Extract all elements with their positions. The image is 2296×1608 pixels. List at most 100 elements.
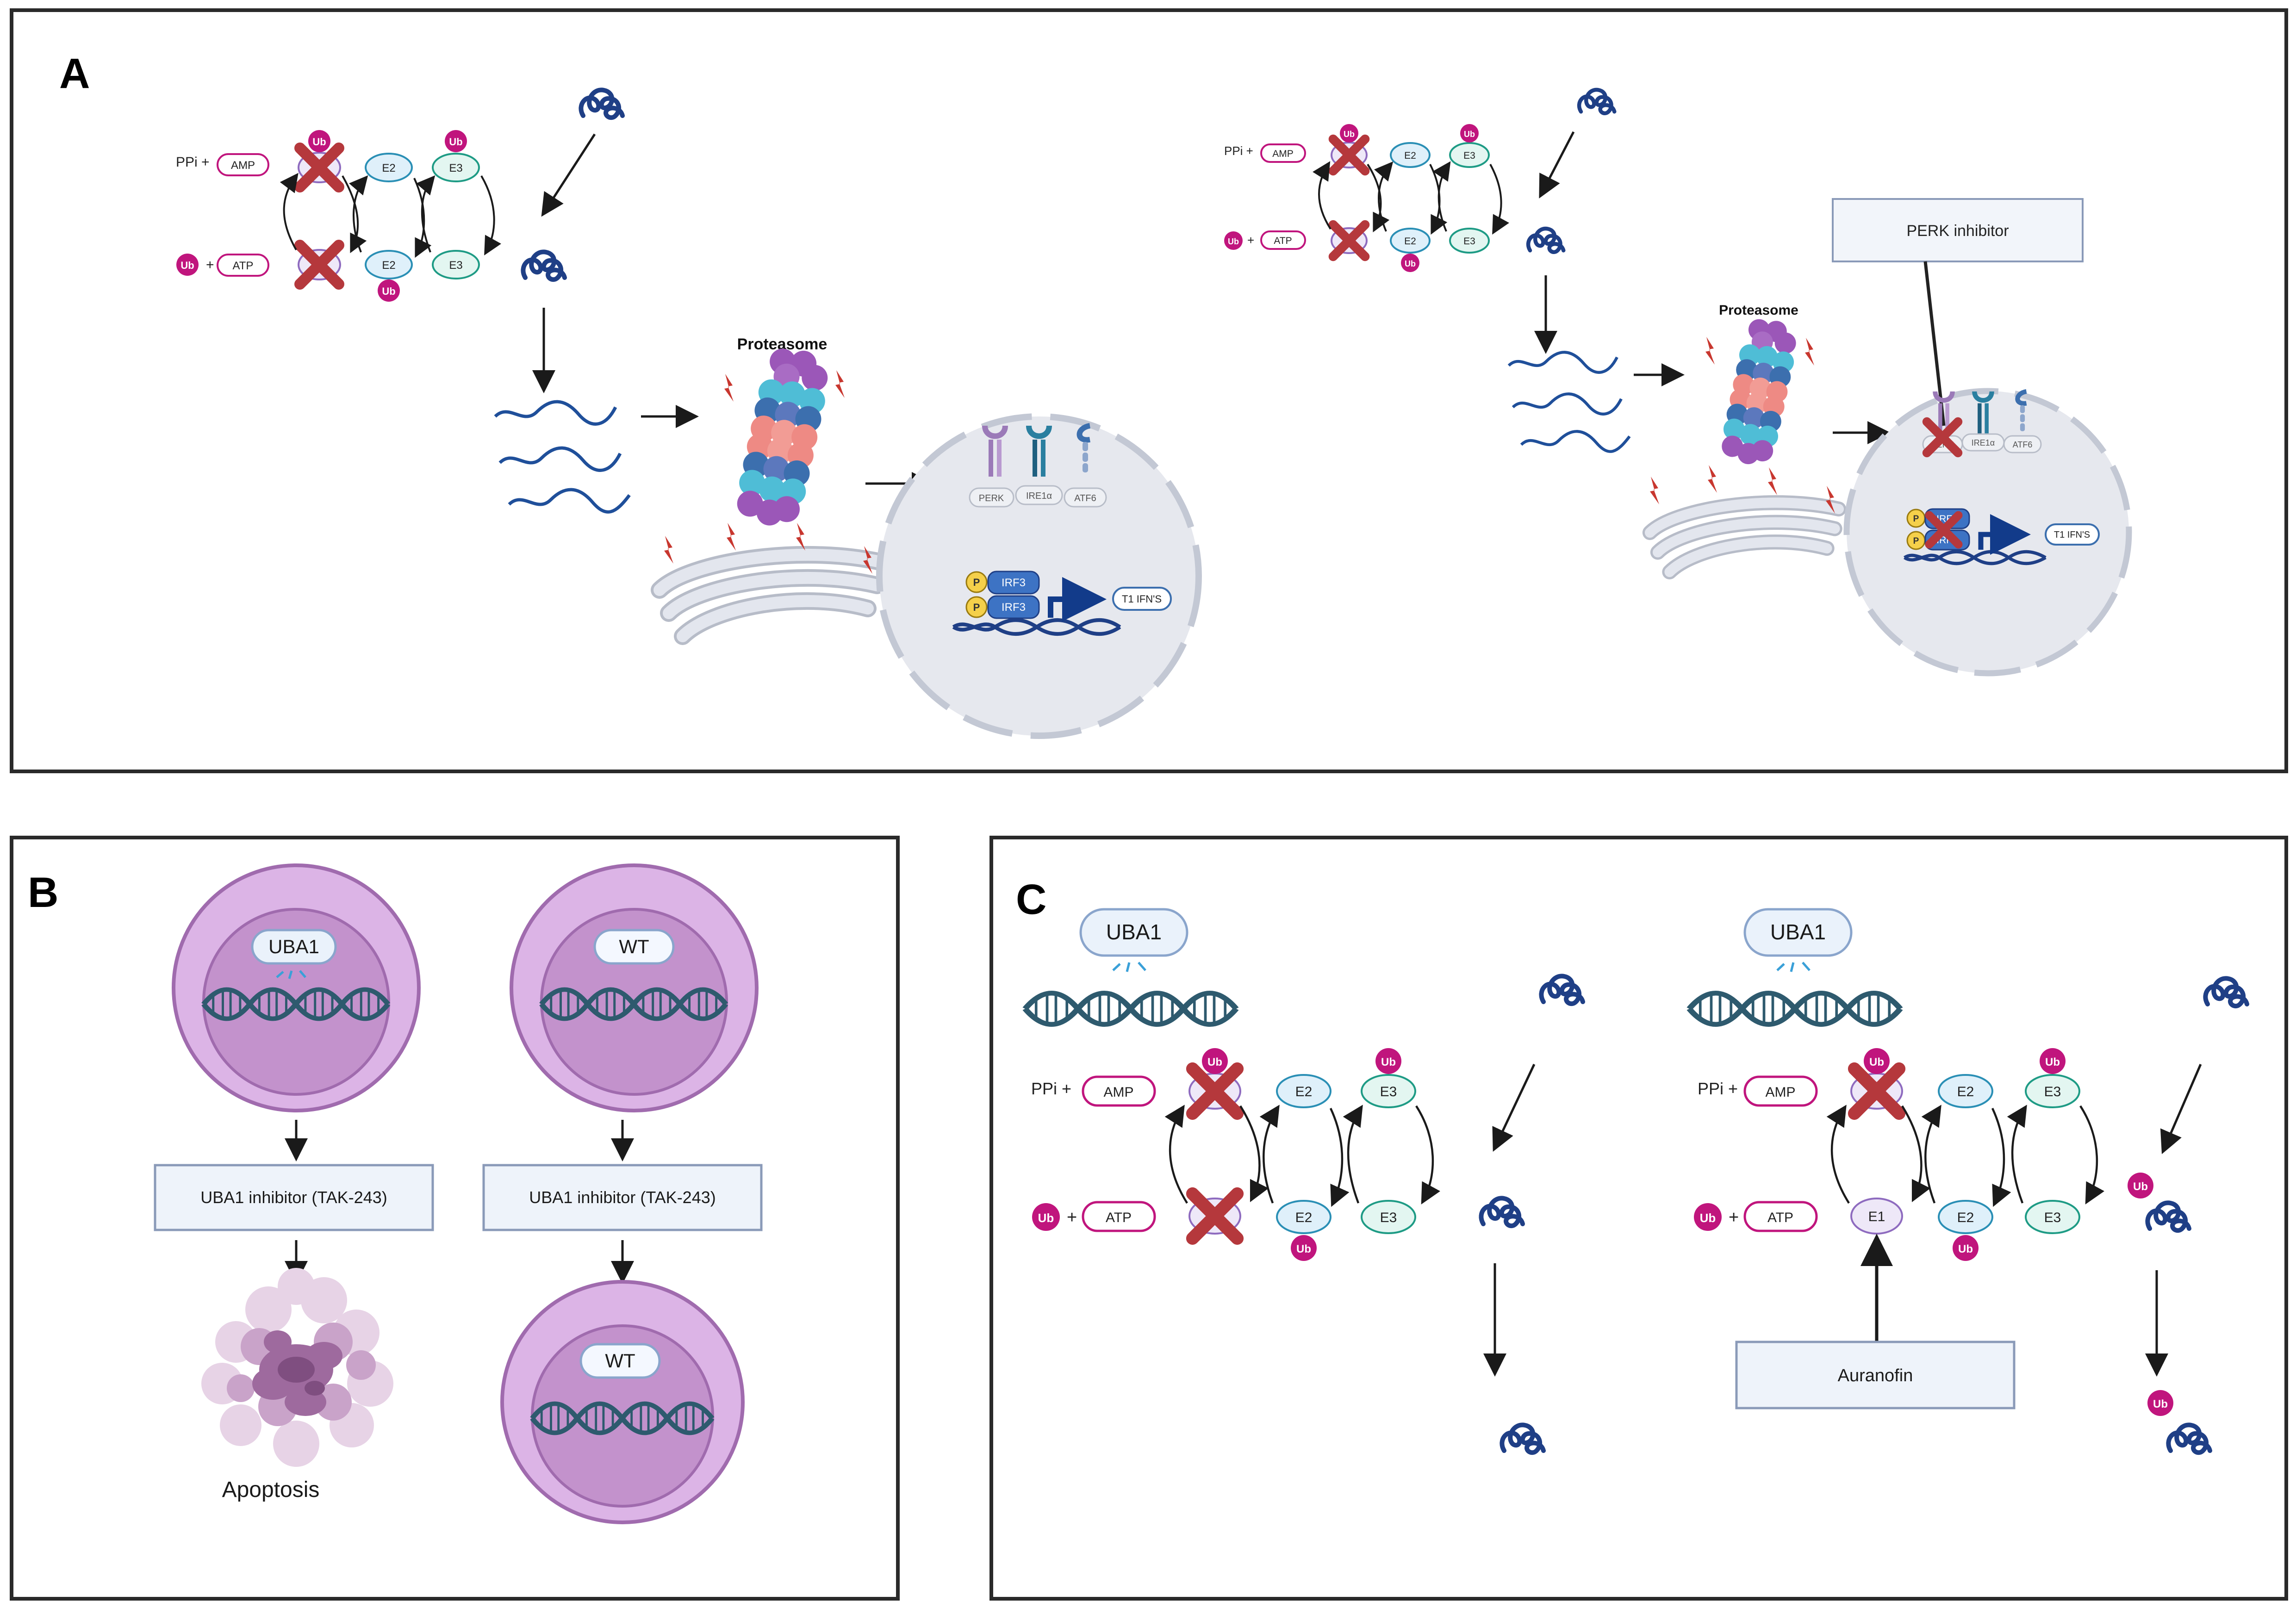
e2-bottom (1938, 1200, 1993, 1234)
cell-wt-survives: WT (500, 1280, 745, 1524)
e2-top (1390, 142, 1431, 168)
e3-label: E3 (1380, 1084, 1397, 1099)
proteasome-label: Proteasome (1719, 303, 1798, 318)
gene-pill (593, 929, 675, 965)
e3-bottom (432, 250, 480, 279)
gene-label-uba1: UBA1 (268, 936, 319, 957)
cycle-arrows (280, 173, 502, 258)
perk-inhibitor-box (1832, 198, 2084, 262)
ub-label: Ub (1464, 130, 1475, 139)
e3-bottom (1449, 228, 1490, 254)
e2-label: E2 (1957, 1210, 1974, 1225)
inhibitor-box-left (154, 1164, 434, 1231)
ppi-label: PPi + (1031, 1079, 1071, 1098)
ub-label: Ub (1381, 1056, 1396, 1068)
svg-text:+: + (206, 257, 214, 273)
ub-label: Ub (1038, 1211, 1054, 1225)
ub-label: Ub (382, 286, 395, 297)
ub-badge (378, 279, 400, 302)
panel-a-left-ub-cycle: PPi + AMP Ub + ATP Ub E2 E2 Ub E3 (176, 130, 502, 302)
p-label: P (1913, 514, 1919, 524)
cell-mutant: UBA1 (172, 863, 421, 1112)
apoptosis-label: Apoptosis (222, 1478, 320, 1502)
e2-label: E2 (382, 259, 395, 272)
svg-text:+: + (1729, 1208, 1739, 1227)
transcription-arrow (1048, 577, 1107, 621)
gene-label-uba1: UBA1 (1106, 920, 1162, 944)
gene-label-wt: WT (619, 936, 649, 957)
e3-top (2025, 1074, 2080, 1108)
e2-label: E2 (1957, 1084, 1974, 1099)
irf3-box (987, 571, 1040, 595)
e2-bottom (1276, 1200, 1332, 1234)
e3-label: E3 (1380, 1210, 1397, 1225)
cycle-arrows (1826, 1105, 2104, 1207)
panel-a-letter: A (59, 50, 90, 97)
output-label: T1 IFN'S (2054, 530, 2090, 540)
atp-label: ATP (1767, 1210, 1793, 1225)
phospho-badge (965, 571, 988, 593)
ire1-label: IRE1α (1026, 491, 1052, 501)
e2-label: E2 (1295, 1210, 1313, 1225)
svg-text:+: + (1247, 233, 1254, 247)
cell-wt: WT (510, 863, 759, 1112)
e2-label: E2 (382, 162, 395, 174)
ppi-label: PPi + (1224, 144, 1253, 158)
panel-c-right: UBA1 PPi + AMP Ub + ATP Ub E1 E2 E2 Ub E… (1689, 908, 2247, 1453)
ub-badge (1224, 231, 1243, 250)
ub-label: Ub (449, 136, 462, 148)
ub-badge (1291, 1235, 1317, 1261)
ub-badge (1375, 1048, 1401, 1074)
p-label: P (973, 602, 980, 613)
gene-pill (251, 929, 337, 965)
e3-label: E3 (2044, 1210, 2061, 1225)
ub-badge (2128, 1173, 2153, 1198)
ub-badge (1340, 124, 1358, 143)
ub-label: Ub (1869, 1056, 1884, 1068)
gene-label-uba1: UBA1 (1770, 920, 1826, 944)
output-pill (1112, 587, 1172, 611)
ub-badge (1032, 1203, 1060, 1231)
ub-badge (445, 130, 467, 152)
ppi-label: PPi + (176, 155, 210, 170)
transcription-arrow (1978, 514, 2031, 555)
ub-badge (2040, 1048, 2066, 1074)
ub-label: Ub (2045, 1056, 2060, 1068)
ub-label: Ub (1958, 1243, 1973, 1255)
e3-label: E3 (449, 259, 462, 272)
perk-label: PERK (979, 493, 1004, 503)
output-label: T1 IFN'S (1122, 593, 1162, 605)
e2-top (365, 153, 413, 182)
inhibitor-label-left: UBA1 inhibitor (TAK-243) (200, 1188, 387, 1207)
atp-label: ATP (233, 260, 254, 272)
e2-top (1276, 1074, 1332, 1108)
amp-pill (1743, 1075, 1818, 1107)
cycle-arrows (1313, 161, 1509, 235)
ub-badge (308, 130, 330, 152)
e2-bottom (365, 250, 413, 279)
inhibitor-label-right: UBA1 inhibitor (TAK-243) (529, 1188, 716, 1207)
atp-pill (217, 254, 269, 277)
amp-label: AMP (1765, 1085, 1795, 1100)
ub-label: Ub (1344, 130, 1355, 139)
amp-pill (1082, 1075, 1156, 1107)
ub-label: Ub (1228, 237, 1239, 246)
atp-pill (1260, 230, 1306, 250)
output-pill (2045, 523, 2100, 546)
atf6-label: ATF6 (1074, 493, 1096, 503)
e2-top (1938, 1074, 1993, 1108)
gene-pill (1079, 908, 1188, 957)
e3-top (1361, 1074, 1416, 1108)
irf3-label: IRF3 (1002, 577, 1026, 589)
gene-pill (1743, 908, 1853, 957)
amp-label: AMP (1272, 149, 1294, 159)
e2-label: E2 (1404, 236, 1416, 247)
auranofin-label: Auranofin (1838, 1366, 1913, 1385)
e3-label: E3 (1463, 150, 1475, 161)
e2-bottom (1390, 228, 1431, 254)
ire1-label: IRE1α (1972, 438, 1995, 447)
p-label: P (1913, 536, 1919, 546)
panel-b: B UBA1 UBA1 inhibitor (TAK-243) (10, 836, 900, 1601)
irf3-label: IRF3 (1002, 601, 1026, 614)
ub-badge (2147, 1390, 2173, 1416)
